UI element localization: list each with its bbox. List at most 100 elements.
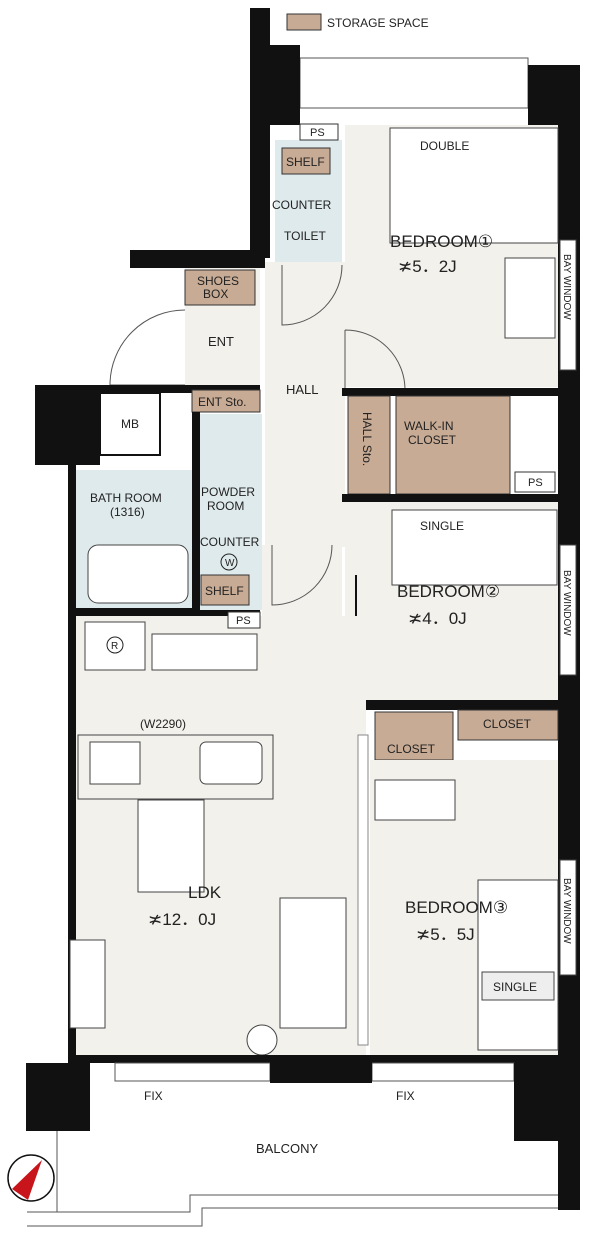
toilet-ps-label: PS — [310, 127, 325, 139]
ldk-door[interactable] — [271, 544, 333, 606]
single-bed-2 — [391, 509, 558, 586]
washer-icon — [220, 553, 238, 571]
wall — [528, 65, 558, 125]
wall — [342, 494, 558, 502]
wic-ps — [514, 471, 556, 493]
dining-table — [137, 799, 205, 893]
top-balcony — [299, 57, 529, 109]
desk-3 — [374, 779, 456, 821]
fix-right: FIX — [396, 1089, 415, 1103]
sliding-partition[interactable] — [357, 734, 369, 1046]
shoes-box — [184, 269, 256, 306]
wall — [68, 608, 200, 616]
wall — [270, 1055, 372, 1083]
compass-icon — [7, 1154, 55, 1202]
bay-window-3 — [559, 859, 577, 976]
hall-name: HALL — [286, 382, 319, 397]
legend-swatch — [286, 13, 322, 31]
bathroom-size: (1316) — [110, 505, 145, 519]
bathroom-name: BATH ROOM — [90, 491, 162, 505]
wall — [250, 8, 270, 258]
toilet-shelf-label: SHELF — [286, 155, 325, 169]
bay-window-1 — [559, 239, 577, 371]
powder-counter: COUNTER — [200, 535, 260, 549]
balcony-name: BALCONY — [256, 1141, 318, 1156]
balcony-railing — [27, 1131, 558, 1227]
desk — [504, 257, 556, 339]
washer-label: W — [225, 558, 235, 569]
ldk-size: ≭12．0J — [148, 910, 216, 929]
closet-b — [457, 709, 559, 741]
hall-storage — [347, 395, 391, 495]
kitchen-width: (W2290) — [140, 717, 186, 731]
wall — [35, 385, 100, 465]
bedroom1-size: ≭5．2J — [398, 257, 457, 276]
ent-storage — [191, 389, 261, 413]
double-bed — [389, 127, 559, 244]
bedroom2-bed: SINGLE — [420, 519, 464, 533]
cupboard — [151, 633, 258, 671]
fix-window-left — [114, 1062, 271, 1082]
legend-label: STORAGE SPACE — [327, 16, 429, 30]
entrance-name: ENT — [208, 334, 234, 349]
hall-lower — [262, 545, 342, 616]
bedroom2-name: BEDROOM② — [397, 582, 500, 601]
powder-ps — [227, 611, 261, 629]
toilet-shelf — [281, 147, 331, 175]
meter-box — [99, 392, 161, 456]
wall — [130, 250, 265, 268]
wic-line1: WALK-IN — [404, 419, 454, 433]
powder-shelf-label: SHELF — [205, 584, 244, 598]
closet-b-label: CLOSET — [483, 717, 532, 731]
wall — [345, 700, 558, 710]
side-table — [246, 1024, 278, 1056]
hall-storage-label: HALL Sto. — [360, 412, 374, 466]
bedroom2-size: ≭4．0J — [408, 609, 467, 628]
toilet-ps — [299, 123, 339, 141]
mb-label: MB — [121, 417, 139, 431]
wall — [26, 1063, 90, 1131]
fridge-label: R — [111, 641, 118, 652]
entrance-door[interactable] — [109, 309, 186, 386]
hall — [265, 262, 345, 547]
wall — [68, 465, 76, 1065]
bedroom3-name: BEDROOM③ — [405, 898, 508, 917]
bedroom1-window: BAY WINDOW — [561, 254, 572, 320]
shoes-box-line1: SHOES — [197, 274, 239, 288]
stove — [89, 741, 141, 785]
bedroom1-name: BEDROOM① — [390, 232, 493, 251]
ent-storage-label: ENT Sto. — [198, 395, 246, 409]
ldk-name: LDK — [188, 883, 222, 902]
tv-stand — [69, 939, 106, 1029]
bedroom3-window: BAY WINDOW — [561, 878, 572, 944]
toilet-door — [281, 264, 343, 326]
bed-pillow — [481, 971, 555, 1001]
walk-in-closet — [395, 395, 511, 495]
closet-a — [374, 711, 454, 761]
fridge-icon — [106, 636, 124, 654]
toilet-name: TOILET — [284, 229, 326, 243]
wic-line2: CLOSET — [408, 433, 457, 447]
fix-window-right — [371, 1062, 515, 1082]
powder-shelf — [200, 574, 250, 606]
powder-line1: POWDER — [201, 485, 255, 499]
bedroom3-bed: SINGLE — [493, 980, 537, 994]
sofa — [279, 897, 347, 1029]
fix-left: FIX — [144, 1089, 163, 1103]
bay-window-2 — [559, 544, 577, 676]
toilet-counter: COUNTER — [272, 198, 332, 212]
fridge — [84, 621, 146, 671]
wall — [100, 385, 260, 393]
powder-line2: ROOM — [207, 499, 244, 513]
legend: STORAGE SPACE — [286, 13, 429, 31]
powder-ps-label: PS — [236, 615, 251, 627]
wall — [270, 45, 300, 125]
bathtub — [87, 544, 189, 604]
sink — [199, 741, 263, 785]
wall — [514, 1063, 558, 1141]
closet-a-label: CLOSET — [387, 742, 436, 756]
bedroom2-window: BAY WINDOW — [561, 570, 572, 636]
bedroom1-bed: DOUBLE — [420, 139, 469, 153]
wic-ps-label: PS — [528, 477, 543, 489]
